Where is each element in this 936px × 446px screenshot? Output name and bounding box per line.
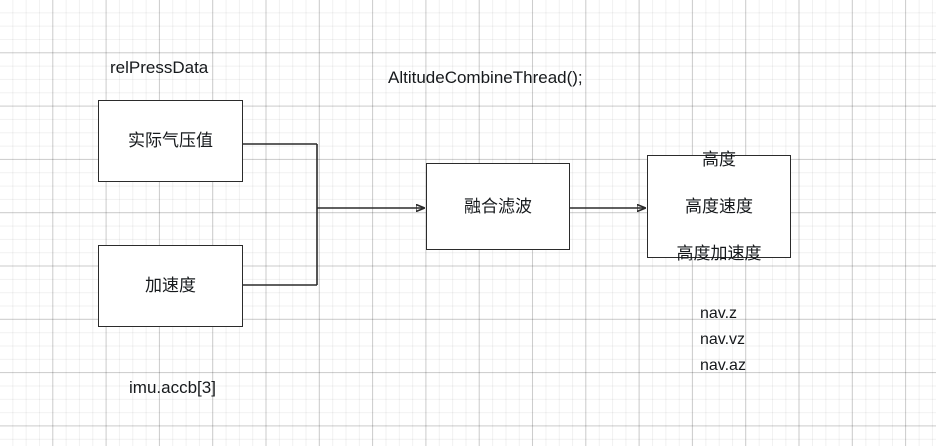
node-fusion-filter-label: 融合滤波: [464, 196, 532, 216]
caption-altitudecombinethread: AltitudeCombineThread();: [388, 68, 583, 87]
node-altitude-outputs-lines: 高度 高度速度 高度加速度: [677, 124, 762, 288]
output-line-altitude-velocity: 高度速度: [685, 196, 753, 216]
var-label-nav-vz: nav.vz: [700, 331, 746, 348]
node-fusion-filter: 融合滤波: [426, 163, 570, 250]
node-pressure-value: 实际气压值: [98, 100, 243, 182]
caption-relpressdata: relPressData: [110, 58, 209, 77]
node-pressure-value-label: 实际气压值: [128, 131, 213, 151]
var-label-nav-z: nav.z: [700, 305, 738, 322]
node-acceleration-label: 加速度: [145, 276, 196, 296]
node-altitude-outputs: 高度 高度速度 高度加速度: [647, 150, 791, 263]
output-line-altitude-acceleration: 高度加速度: [676, 243, 762, 263]
output-line-altitude: 高度: [702, 149, 736, 169]
var-label-nav-az: nav.az: [700, 357, 746, 374]
node-acceleration: 加速度: [98, 245, 243, 327]
caption-imu-accb: imu.accb[3]: [129, 378, 216, 397]
